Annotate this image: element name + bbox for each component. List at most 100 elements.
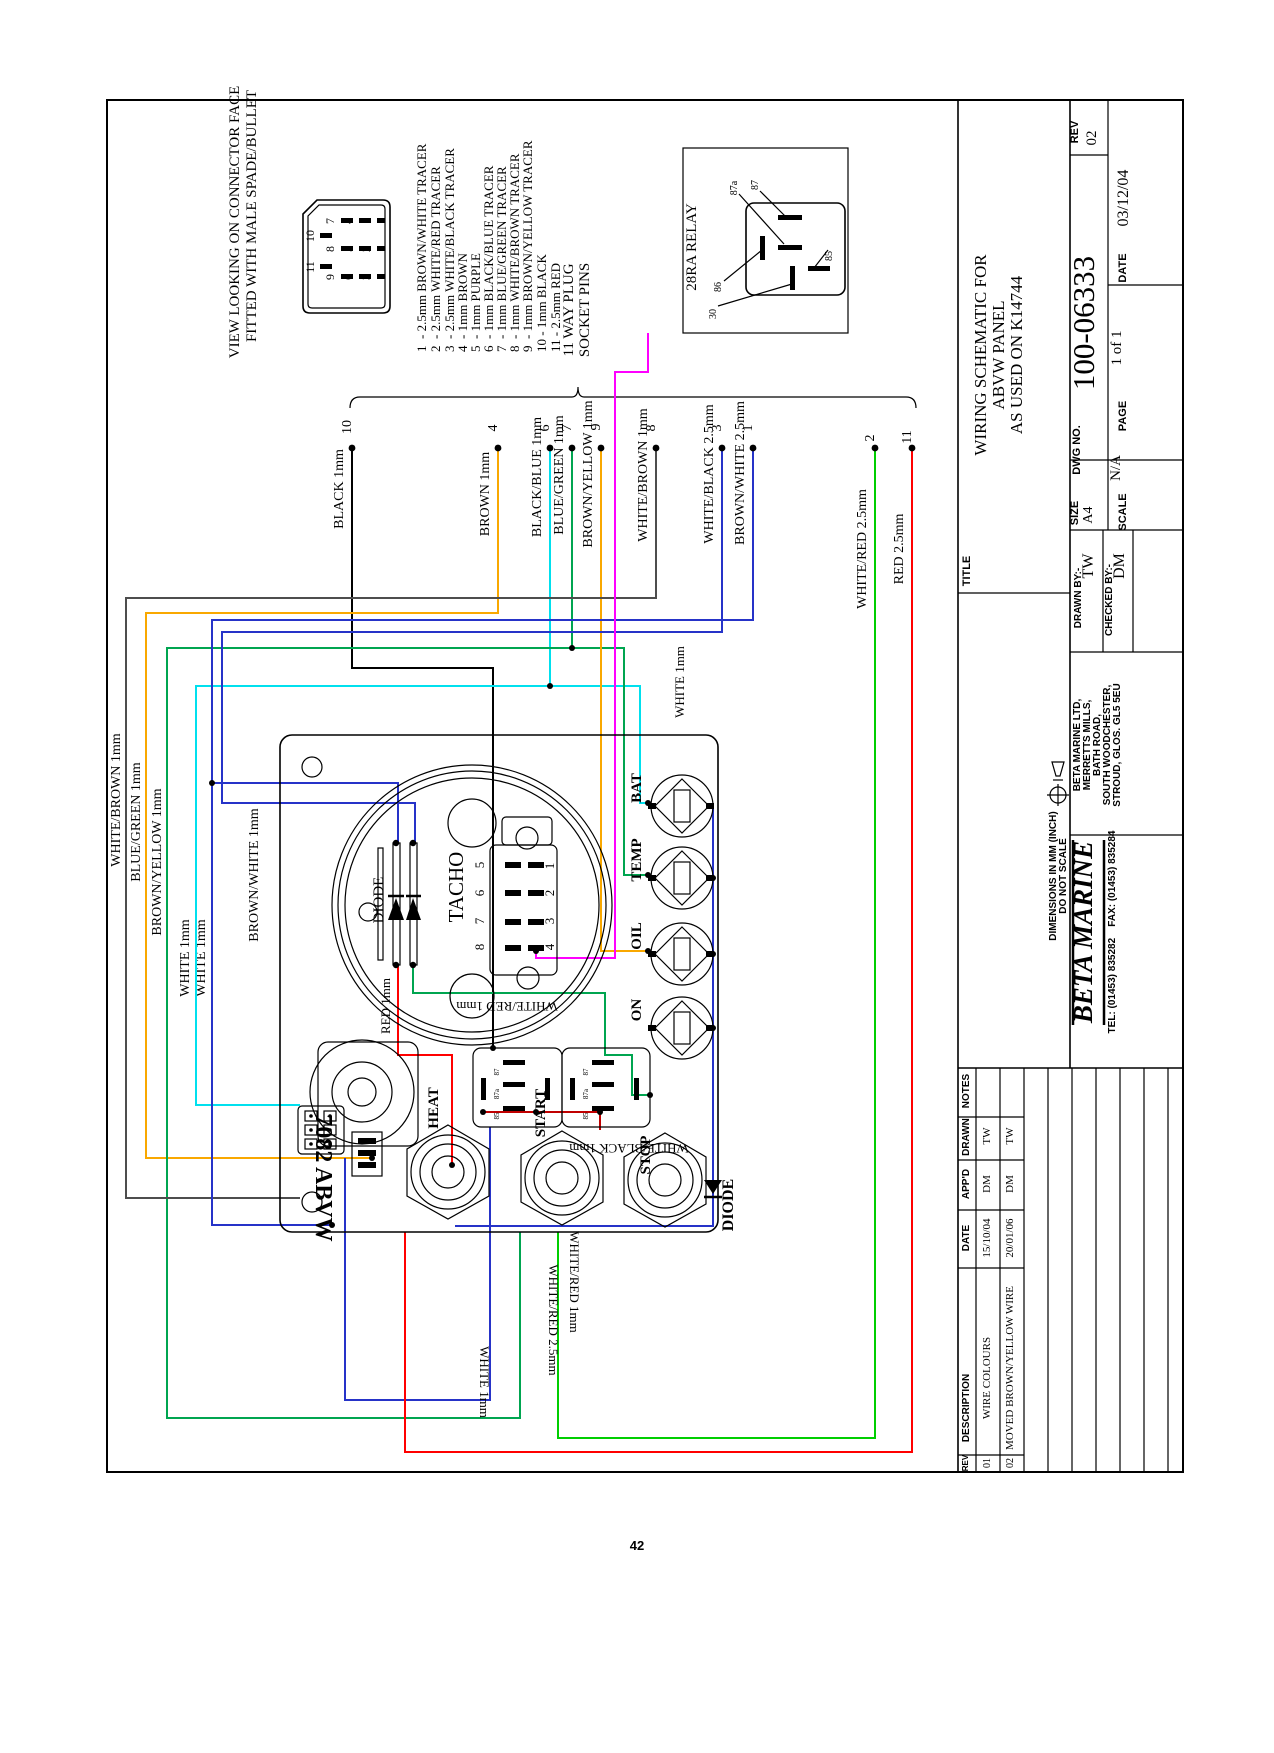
pin-wire-label: WHITE/BLACK 2.5mm <box>702 404 717 543</box>
lamp-label-bat: BAT <box>629 773 645 803</box>
pin-wire-label: BROWN 1mm <box>478 452 493 537</box>
address-line: SOUTH WOODCHESTER, <box>1102 685 1113 806</box>
connector-pin: 8 <box>323 246 337 252</box>
tacho-pin: 5 <box>472 862 487 869</box>
wire-blue-bottom <box>344 1127 491 1401</box>
drawing-border <box>106 99 1184 1473</box>
button-label-stop: STOP <box>638 1136 654 1175</box>
button-start <box>520 1130 604 1226</box>
rev-row-date: 15/10/04 <box>981 1218 993 1258</box>
pin-number: 6 <box>538 425 553 432</box>
bottom-wire-label: WHITE/RED 1mm <box>567 1231 582 1332</box>
panel-outline <box>279 734 719 1233</box>
left-wire-label: WHITE/BROWN 1mm <box>109 733 124 866</box>
red-wire-label: RED 1mm <box>378 978 393 1034</box>
wire-bright-green <box>557 448 876 1439</box>
title-line: WIRING SCHEMATIC FOR <box>971 254 990 456</box>
bottom-diode: DIODE <box>704 1179 737 1231</box>
lamp-label-oil: OIL <box>629 922 645 950</box>
wire-list-item: 6 - 1mm BLACK/BLUE TRACER <box>481 165 496 352</box>
title-block: REV 02 DATE 03/12/04 DWG NO. 100-06333 P… <box>958 100 1183 1069</box>
dimensions-note-2: DO NOT SCALE <box>1058 838 1069 914</box>
checked-by-value: DM <box>1111 553 1128 579</box>
wire-magenta <box>535 333 649 959</box>
tacho-pin: 7 <box>472 917 487 924</box>
connector-pin: 7 <box>323 218 337 224</box>
relay-pin-85: 85 <box>824 251 835 261</box>
scale-label: SCALE <box>1117 493 1129 530</box>
notes-header: NOTES <box>961 1073 972 1108</box>
connector-pin: 3 <box>359 274 373 280</box>
lamp-label-on: ON <box>629 999 645 1022</box>
button-label-heat: HEAT <box>426 1087 442 1128</box>
wire-list-item: 8 - 1mm WHITE/BROWN TRACER <box>507 153 522 352</box>
dimensions-note-1: DIMENSIONS IN MM (INCH) <box>1048 811 1059 940</box>
switch-bases: 87 87a 85 87 87a 85 <box>472 1047 651 1128</box>
left-wire-label: WHITE 1mm <box>194 919 209 996</box>
address-line: STROUD, GLOS. GL5 5EU <box>1112 683 1123 806</box>
rev-label: REV <box>1069 120 1081 143</box>
wire-list-item: 10 - 1mm BLACK <box>534 254 549 352</box>
tacho-pin: 8 <box>472 944 487 951</box>
connector-pin: 4 <box>341 218 355 224</box>
rev-row-drawn: TW <box>1004 1127 1016 1145</box>
size-label: SIZE <box>1069 501 1081 525</box>
date-header: DATE <box>961 1224 972 1251</box>
wire-list-item: 4 - 1mm BROWN <box>455 252 470 352</box>
wire-list-item: 2 - 2.5mm WHITE/RED TRACER <box>428 166 443 352</box>
description-header: DESCRIPTION <box>961 1374 972 1442</box>
connector-pin: 6 <box>341 274 355 280</box>
pin-row-bracket <box>349 386 917 409</box>
rev-row-appd: DM <box>1004 1175 1016 1193</box>
dwg-no-value: 100-06333 <box>1066 256 1101 390</box>
switch-pin-label: 85 <box>582 1112 590 1120</box>
wire-list-item: 5 - 1mm PURPLE <box>468 253 483 352</box>
lamp-oil <box>648 922 714 986</box>
pin-wire-label: BROWN/WHITE 2.5mm <box>733 401 748 545</box>
key-switch <box>297 1039 419 1177</box>
lamp-bat <box>648 774 714 838</box>
plug-pin-row: 10 4 6 7 9 8 3 1 2 11 BLACK 1mm BROWN 1m… <box>332 400 915 609</box>
rev-value: 02 <box>1084 131 1100 146</box>
tacho-pin: 4 <box>542 943 557 950</box>
bottom-diode-label: DIODE <box>720 1179 737 1231</box>
plug-label-1: 11 WAY PLUG <box>561 263 577 356</box>
rev-header: REV <box>961 1454 970 1471</box>
wire-brown-yellow <box>600 448 648 952</box>
address-line: BATH ROAD, <box>1092 714 1103 776</box>
title-line: AS USED ON K14744 <box>1007 275 1026 434</box>
wire-cyan-branch <box>550 685 648 804</box>
connector-face-view: VIEW LOOKING ON CONNECTOR FACE FITTED WI… <box>227 86 391 358</box>
button-label-start: START <box>533 1089 549 1137</box>
switch-pin-label: 87a <box>582 1088 590 1099</box>
pin-wire-label: RED 2.5mm <box>892 514 907 585</box>
button-stop <box>623 1132 707 1228</box>
indicator-lamps: BAT TEMP OIL ON WHITE 1mm <box>629 646 714 1060</box>
wire-list-item: 1 - 2.5mm BROWN/WHITE TRACER <box>414 143 429 352</box>
lamp-label-temp: TEMP <box>629 838 645 881</box>
scale-value: N/A <box>1108 455 1124 481</box>
pin-number: 10 <box>340 420 355 434</box>
pin-number: 3 <box>710 425 725 432</box>
wire-list-item: 7 - 1mm BLUE/GREEN TRACER <box>494 166 509 352</box>
company-logo: BETA MARINE TEL: (01453) 835282 FAX: (01… <box>1068 830 1118 1033</box>
drawn-by-label: DRAWN BY:- <box>1073 568 1084 628</box>
appd-header: APP'D <box>961 1169 972 1199</box>
bottom-wire-label: WHITE/RED 2.5mm <box>546 1264 561 1375</box>
connector-pin: 9 <box>323 274 337 280</box>
wire-list-item: 9 - 1mm BROWN/YELLOW TRACER <box>520 140 535 352</box>
address-line: MERRETTS MILLS, <box>1082 700 1093 791</box>
wire-red-main <box>404 448 913 1453</box>
date-value: 03/12/04 <box>1115 170 1132 227</box>
pin-number: 2 <box>863 435 878 442</box>
pin-wire-label: WHITE/BROWN 1mm <box>636 408 651 541</box>
connector-pin-grid: 7 4 1 8 5 2 9 6 3 <box>323 218 385 280</box>
left-wire-label: WHITE 1mm <box>178 919 193 996</box>
relay-pin-86: 86 <box>713 282 724 292</box>
wire-brown <box>145 448 499 1159</box>
plug-label-2: SOCKET PINS <box>577 263 593 357</box>
wire-green-main <box>166 448 573 1419</box>
key-switch-pins <box>351 1131 383 1177</box>
lamp-on <box>648 996 714 1060</box>
